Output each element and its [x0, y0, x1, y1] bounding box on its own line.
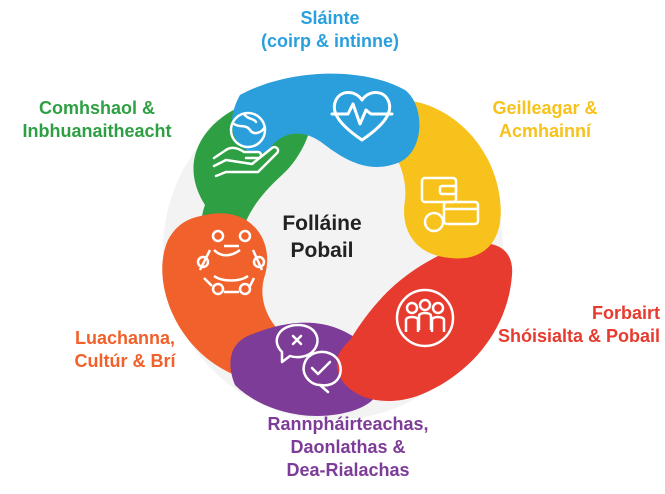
petal-health — [231, 73, 420, 167]
label-participation-line-3: Dea-Rialachas — [286, 460, 410, 480]
label-participation-line-1: Rannpháirteachas, — [267, 414, 429, 434]
label-values: Luachanna, Cultúr & Brí — [60, 327, 190, 373]
petal-social — [336, 243, 513, 402]
label-social-line-1: Forbairt — [591, 303, 660, 323]
label-economy-line-2: Acmhainní — [498, 121, 591, 141]
label-health-line-1: Sláinte — [300, 8, 360, 28]
speech-bubbles-icon — [275, 323, 342, 394]
heartbeat-icon — [330, 91, 394, 142]
label-health: Sláinte (coirp & intinne) — [245, 7, 415, 53]
label-economy-line-1: Geilleagar & — [492, 98, 598, 118]
label-values-line-2: Cultúr & Brí — [74, 351, 176, 371]
center-title-line-2: Pobail — [290, 239, 354, 262]
label-values-line-1: Luachanna, — [74, 328, 176, 348]
wallet-cards-icon — [420, 176, 480, 233]
label-social-line-2: Shóisialta & Pobail — [497, 326, 660, 346]
label-economy: Geilleagar & Acmhainní — [480, 97, 610, 143]
label-environment: Comhshaol & Inbhuanaitheacht — [8, 97, 186, 143]
label-social: Forbairt Shóisialta & Pobail — [480, 302, 660, 348]
label-participation: Rannpháirteachas, Daonlathas & Dea-Riala… — [248, 413, 448, 482]
center-title-line-1: Folláine — [282, 212, 362, 235]
center-title: Folláine Pobail — [262, 210, 382, 264]
label-health-line-2: (coirp & intinne) — [261, 31, 399, 51]
globe-hand-icon — [212, 111, 280, 178]
label-participation-line-2: Daonlathas & — [290, 437, 406, 457]
label-environment-line-1: Comhshaol & — [38, 98, 155, 118]
label-environment-line-2: Inbhuanaitheacht — [22, 121, 172, 141]
people-group-icon — [395, 288, 455, 348]
people-circle-icon — [196, 229, 266, 296]
